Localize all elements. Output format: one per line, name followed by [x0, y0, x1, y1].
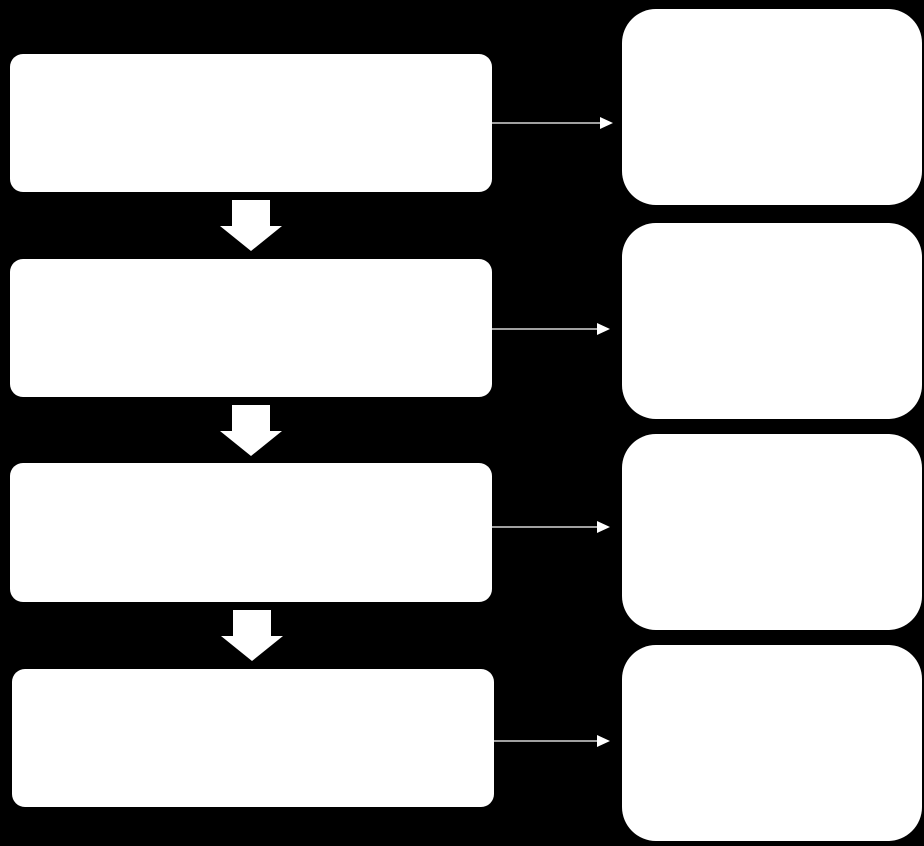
process-step-4: [12, 669, 494, 807]
process-step-3: [10, 463, 492, 602]
down-arrow-3-4: [221, 610, 283, 661]
process-step-3-label: [243, 525, 259, 541]
outcome-box-1-label: [764, 99, 780, 115]
outcome-box-4-label: [764, 735, 780, 751]
down-arrow-1-2: [220, 200, 282, 251]
process-step-2: [10, 259, 492, 397]
process-step-2-label: [243, 320, 259, 336]
down-arrow-2-3: [220, 405, 282, 456]
right-arrow-1: [492, 117, 613, 129]
process-step-1-label: [243, 115, 259, 131]
outcome-box-1: [622, 9, 922, 205]
process-step-4-label: [245, 730, 261, 746]
process-step-1: [10, 54, 492, 192]
outcome-box-3: [622, 434, 922, 630]
outcome-box-4: [622, 645, 922, 841]
outcome-box-3-label: [764, 524, 780, 540]
right-arrow-2: [492, 323, 610, 335]
right-arrow-3: [492, 521, 610, 533]
outcome-box-2-label: [764, 313, 780, 329]
right-arrow-4: [494, 735, 610, 747]
outcome-box-2: [622, 223, 922, 419]
